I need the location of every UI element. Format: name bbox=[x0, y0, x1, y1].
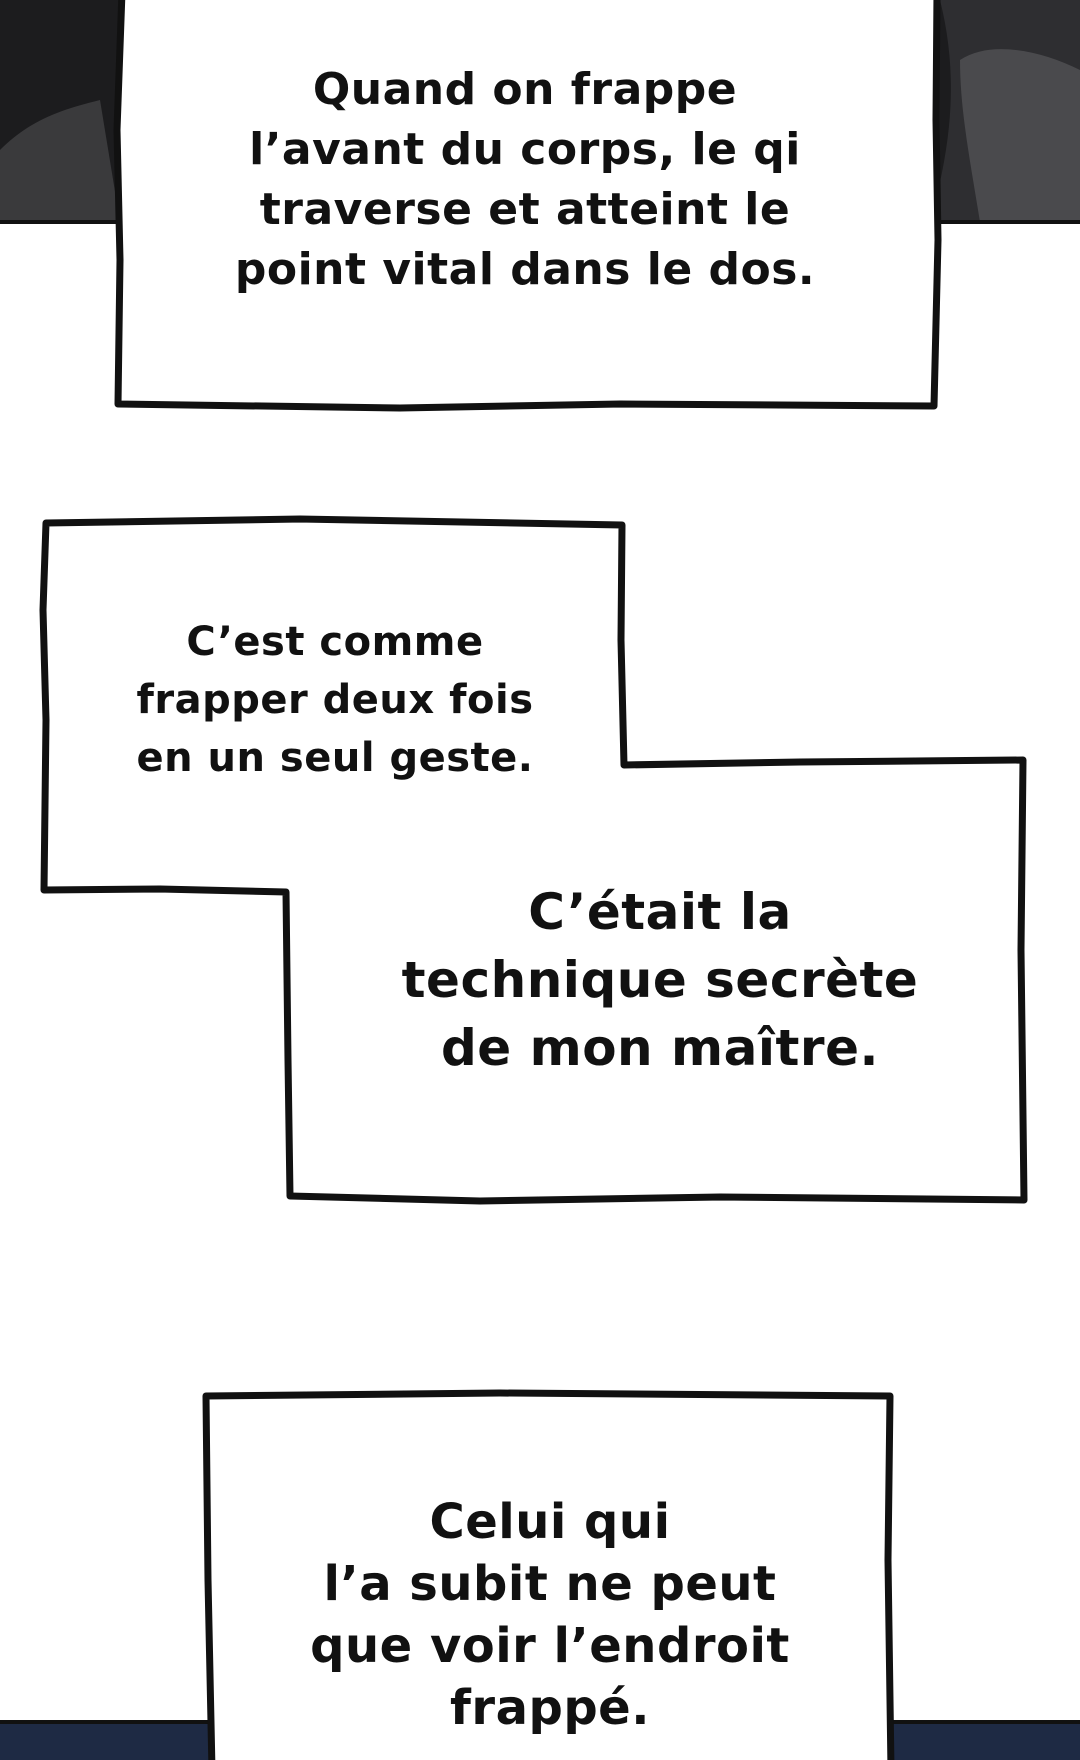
caption-text-3: C’était la technique secrète de mon maît… bbox=[380, 870, 940, 1090]
caption-2-text: C’est comme frapper deux fois en un seul… bbox=[136, 619, 534, 781]
caption-1-text: Quand on frappe l’avant du corps, le qi … bbox=[234, 64, 816, 295]
caption-box-4 bbox=[202, 1389, 895, 1760]
caption-text-4: Celui qui l’a subit ne peut que voir l’e… bbox=[230, 1480, 870, 1750]
caption-box-1 bbox=[113, 0, 942, 412]
caption-box-2-3 bbox=[39, 515, 1028, 1205]
caption-3-text: C’était la technique secrète de mon maît… bbox=[401, 883, 919, 1077]
caption-text-1: Quand on frappe l’avant du corps, le qi … bbox=[140, 40, 910, 320]
caption-4-text: Celui qui l’a subit ne peut que voir l’e… bbox=[310, 1494, 790, 1736]
caption-text-2: C’est comme frapper deux fois en un seul… bbox=[80, 600, 590, 800]
